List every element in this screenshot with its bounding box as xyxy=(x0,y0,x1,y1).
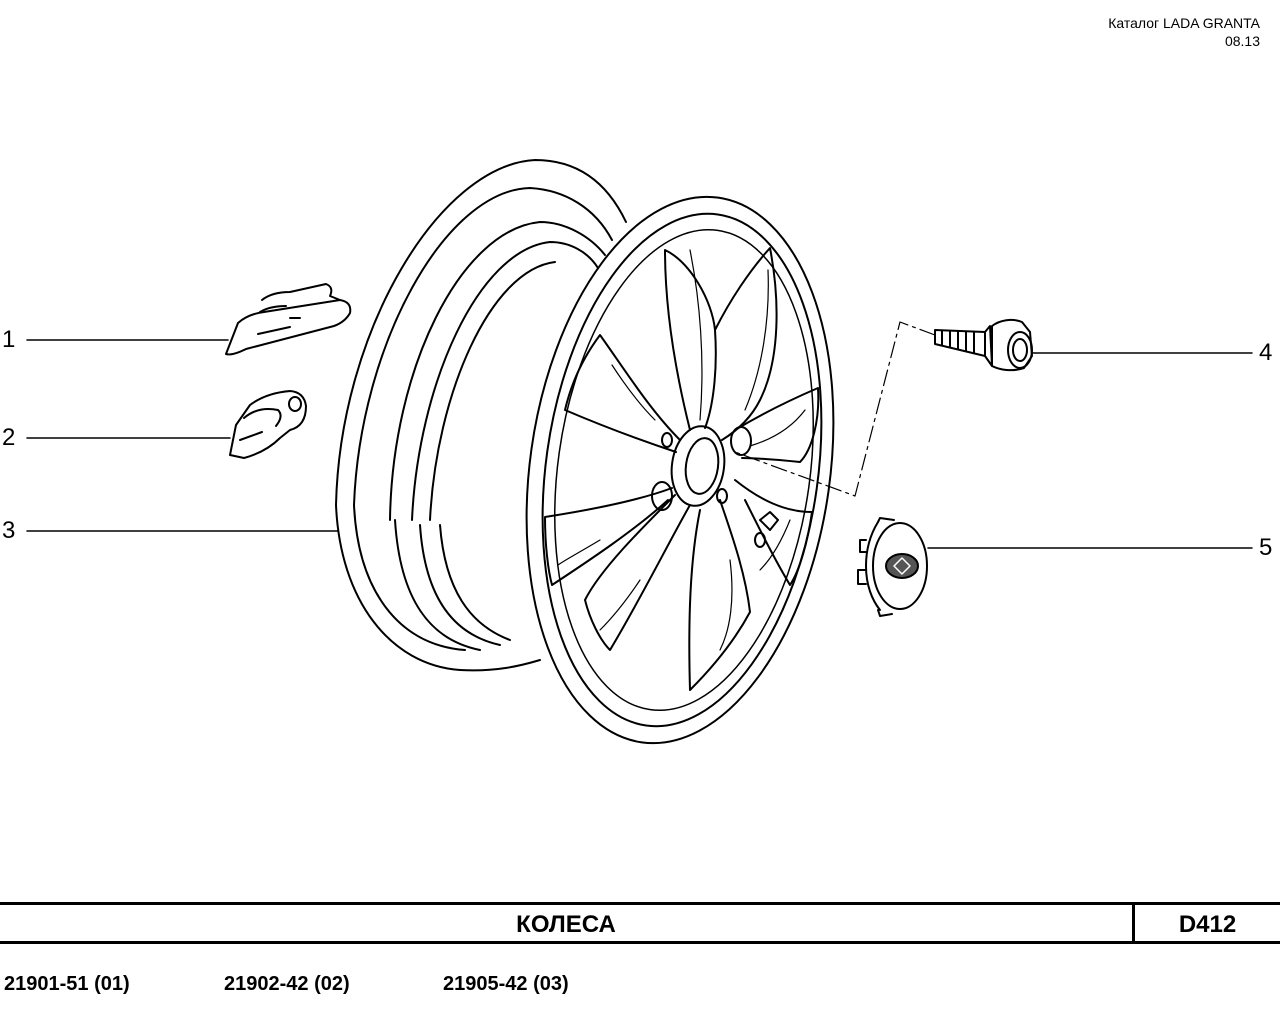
model-code: 21905-42 (03) xyxy=(443,973,569,995)
title-separator xyxy=(1132,905,1135,941)
catalog-header: Каталог LADA GRANTA 08.13 xyxy=(1108,14,1260,50)
callout-4: 4 xyxy=(1259,339,1273,366)
model-code: 21901-51 (01) xyxy=(4,973,130,995)
callout-1: 1 xyxy=(2,326,16,353)
section-title: КОЛЕСА xyxy=(516,911,616,938)
model-code: 21902-42 (02) xyxy=(224,973,350,995)
model-list: 21901-51 (01) 21902-42 (02) 21905-42 (03… xyxy=(0,970,1280,1000)
wheel-bolt-drawing xyxy=(934,318,1033,372)
title-bar: КОЛЕСА D412 xyxy=(0,902,1280,944)
callout-5: 5 xyxy=(1259,534,1273,561)
bolt-axis-line xyxy=(734,321,936,497)
callout-2: 2 xyxy=(2,424,16,451)
catalog-date: 08.13 xyxy=(1224,33,1260,49)
center-cap-drawing xyxy=(857,517,928,617)
section-code: D412 xyxy=(1178,911,1237,938)
catalog-name: Каталог LADA GRANTA xyxy=(1108,15,1260,31)
balance-weight-adhesive-drawing xyxy=(229,390,307,459)
callout-3: 3 xyxy=(2,517,16,544)
balance-weight-clip-drawing xyxy=(225,283,352,356)
wheel-exploded-diagram xyxy=(26,159,1253,745)
wheel-rim-drawing xyxy=(335,159,835,745)
